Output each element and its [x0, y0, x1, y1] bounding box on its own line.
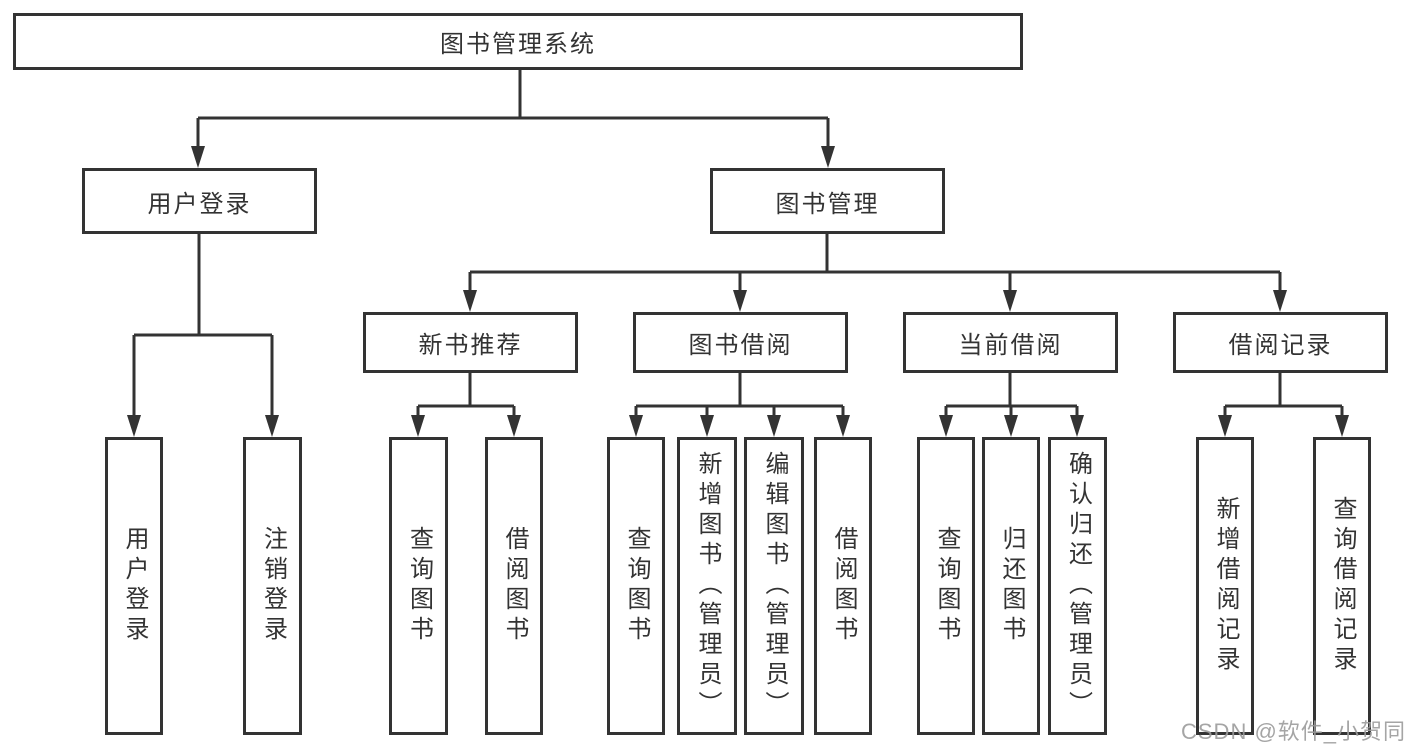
node-new-book-recommend: 新书推荐 — [363, 312, 578, 373]
node-book-management: 图书管理 — [710, 168, 945, 234]
leaf-borrow-query-books-label: 查询图书 — [623, 526, 650, 646]
csdn-watermark: CSDN @软件_小贺同学 — [1181, 719, 1405, 744]
leaf-user-login-label: 用户登录 — [121, 526, 148, 646]
leaf-query-borrow-record: 查询借阅记录 — [1313, 437, 1371, 735]
leaf-user-login: 用户登录 — [105, 437, 163, 735]
leaf-edit-book-admin-label: 编辑图书（管理员） — [761, 451, 788, 721]
node-borrow-records: 借阅记录 — [1173, 312, 1388, 373]
leaf-add-borrow-record: 新增借阅记录 — [1196, 437, 1254, 735]
node-book-borrow-label: 图书借阅 — [688, 332, 793, 359]
leaf-logout: 注销登录 — [243, 437, 302, 735]
node-book-management-label: 图书管理 — [775, 190, 880, 218]
leaf-current-query-books: 查询图书 — [917, 437, 975, 735]
leaf-return-books-label: 归还图书 — [998, 526, 1025, 646]
node-root: 图书管理系统 — [13, 13, 1023, 70]
node-user-login-label: 用户登录 — [147, 190, 252, 218]
leaf-recommend-query-books-label: 查询图书 — [405, 526, 433, 646]
node-current-borrow-label: 当前借阅 — [958, 332, 1063, 359]
leaf-borrow-borrow-books: 借阅图书 — [814, 437, 872, 735]
leaf-return-books: 归还图书 — [982, 437, 1040, 735]
leaf-recommend-borrow-books: 借阅图书 — [485, 437, 543, 735]
node-borrow-records-label: 借阅记录 — [1228, 332, 1333, 359]
leaf-add-borrow-record-label: 新增借阅记录 — [1212, 496, 1239, 676]
leaf-edit-book-admin: 编辑图书（管理员） — [744, 437, 804, 735]
leaf-borrow-query-books: 查询图书 — [607, 437, 665, 735]
leaf-recommend-borrow-books-label: 借阅图书 — [501, 526, 528, 646]
node-book-borrow: 图书借阅 — [633, 312, 848, 373]
leaf-logout-label: 注销登录 — [259, 526, 287, 646]
leaf-add-book-admin: 新增图书（管理员） — [677, 437, 737, 735]
leaf-borrow-borrow-books-label: 借阅图书 — [830, 526, 857, 646]
leaf-current-query-books-label: 查询图书 — [933, 526, 960, 646]
leaf-add-book-admin-label: 新增图书（管理员） — [694, 451, 721, 721]
leaf-confirm-return-admin: 确认归还（管理员） — [1048, 437, 1107, 735]
node-new-book-recommend-label: 新书推荐 — [418, 332, 523, 359]
node-user-login: 用户登录 — [82, 168, 317, 234]
leaf-query-borrow-record-label: 查询借阅记录 — [1329, 496, 1356, 676]
leaf-recommend-query-books: 查询图书 — [389, 437, 448, 735]
leaf-confirm-return-admin-label: 确认归还（管理员） — [1064, 451, 1092, 721]
node-root-label: 图书管理系统 — [440, 31, 596, 58]
node-current-borrow: 当前借阅 — [903, 312, 1118, 373]
